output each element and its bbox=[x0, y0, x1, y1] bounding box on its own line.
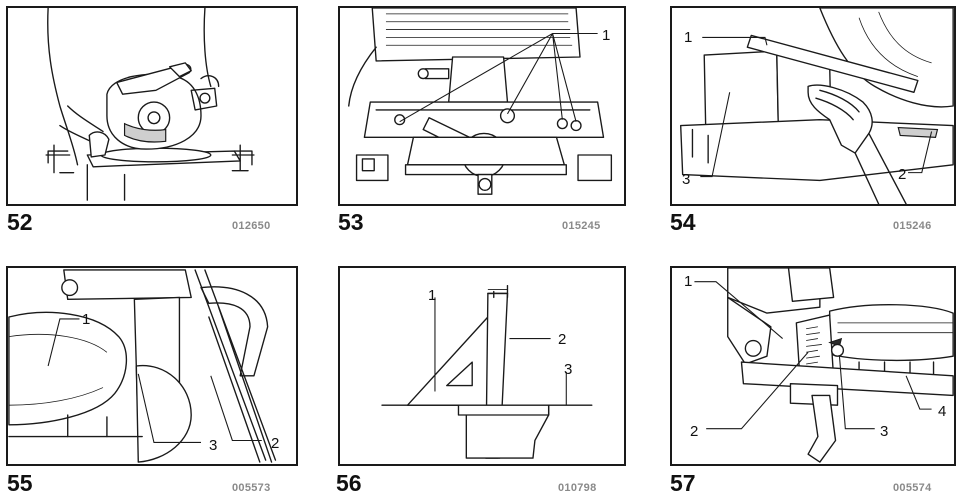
figure-52-illustration bbox=[6, 6, 298, 206]
figure-52-number: 52 bbox=[7, 209, 33, 235]
figure-56-callout-2: 2 bbox=[558, 331, 567, 348]
figure-55-callout-2: 2 bbox=[271, 435, 280, 452]
figure-57-number: 57 bbox=[670, 470, 696, 496]
figure-54-callout-2: 2 bbox=[898, 166, 907, 183]
figure-57-callout-2: 2 bbox=[690, 423, 699, 440]
figure-53-callout-1: 1 bbox=[602, 27, 611, 44]
figure-57-callout-4: 4 bbox=[938, 403, 947, 420]
figure-56-code: 010798 bbox=[558, 482, 597, 494]
miter-saw-carry-drawing bbox=[45, 8, 255, 201]
bevel-scale-adjustment-drawing bbox=[694, 268, 954, 463]
figure-55-number: 55 bbox=[7, 470, 33, 496]
figure-53-number: 53 bbox=[338, 209, 364, 235]
triangle-square-diagram bbox=[381, 284, 593, 459]
figure-57-callout-3: 3 bbox=[880, 423, 889, 440]
figure-53-code: 015245 bbox=[562, 220, 601, 232]
figure-57-illustration: 1 2 3 4 bbox=[670, 266, 956, 466]
figure-55-callout-1: 1 bbox=[82, 311, 91, 328]
figure-57-callout-1: 1 bbox=[684, 273, 693, 290]
figure-56-callout-3: 3 bbox=[564, 361, 573, 378]
figure-57-code: 005574 bbox=[893, 482, 932, 494]
figure-54-callout-1: 1 bbox=[684, 29, 693, 46]
figure-56-callout-1: 1 bbox=[428, 287, 437, 304]
fence-adjustment-drawing bbox=[680, 8, 954, 204]
miter-saw-rear-view-drawing bbox=[348, 8, 613, 195]
blade-square-check-drawing bbox=[8, 269, 277, 463]
figure-54-number: 54 bbox=[670, 209, 696, 235]
figure-55-illustration: 1 2 3 bbox=[6, 266, 298, 466]
figure-54-callout-3: 3 bbox=[682, 171, 691, 188]
figure-54-illustration: 1 2 3 bbox=[670, 6, 956, 206]
figure-52-code: 012650 bbox=[232, 220, 271, 232]
figure-56-number: 56 bbox=[336, 470, 362, 496]
figure-55-code: 005573 bbox=[232, 482, 271, 494]
figure-55-callout-3: 3 bbox=[209, 437, 218, 454]
figure-54-code: 015246 bbox=[893, 220, 932, 232]
figure-53-illustration: 1 bbox=[338, 6, 626, 206]
figure-56-illustration: 1 2 3 bbox=[338, 266, 626, 466]
